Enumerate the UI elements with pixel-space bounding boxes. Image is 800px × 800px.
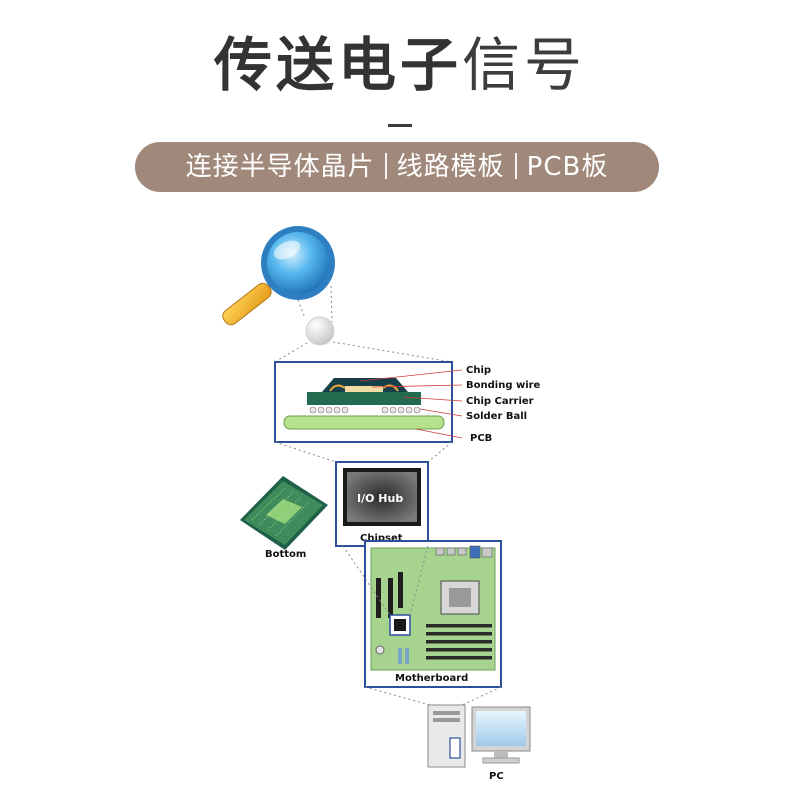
zoom-lines [274,441,453,463]
bga-chip-bottom: Bottom [240,476,328,560]
package-label-pcb: PCB [470,433,492,444]
magnifier-icon [222,226,335,326]
tagline-part-2: 线路模板 [396,152,505,182]
title-divider [388,124,412,127]
motherboard-box: Motherboard [364,540,502,688]
tagline-part-3: PCB板 [526,152,609,182]
tagline-separator [514,153,517,179]
tagline-part-1: 连接半导体晶片 [185,152,375,182]
package-label-solder-ball: Solder Ball [466,411,527,422]
zoom-lines [342,545,502,706]
package-cross-section: Chip Bonding wire Chip Carrier Solder Ba… [274,361,541,444]
package-label-bonding-wire: Bonding wire [466,380,541,391]
tagline-pill: 连接半导体晶片线路模板 PCB板 [135,142,659,192]
chipset-label: Chipset [360,533,403,544]
pc-label: PC [489,771,504,782]
pc-icon: PC [427,704,531,782]
tagline-separator [384,153,387,179]
solder-ball-icon [305,316,335,346]
bottom-label: Bottom [265,549,306,560]
chipset-box: I/O Hub Chipset [335,461,429,547]
title-light: 信号 [462,31,587,99]
page-title: 传送电子信号 [0,30,800,100]
title-bold: 传送电子 [213,31,462,99]
motherboard-label: Motherboard [395,673,468,684]
package-label-chip-carrier: Chip Carrier [466,396,534,407]
package-label-chip: Chip [466,365,491,376]
io-hub-label: I/O Hub [357,492,403,505]
zoom-lines [274,285,453,363]
